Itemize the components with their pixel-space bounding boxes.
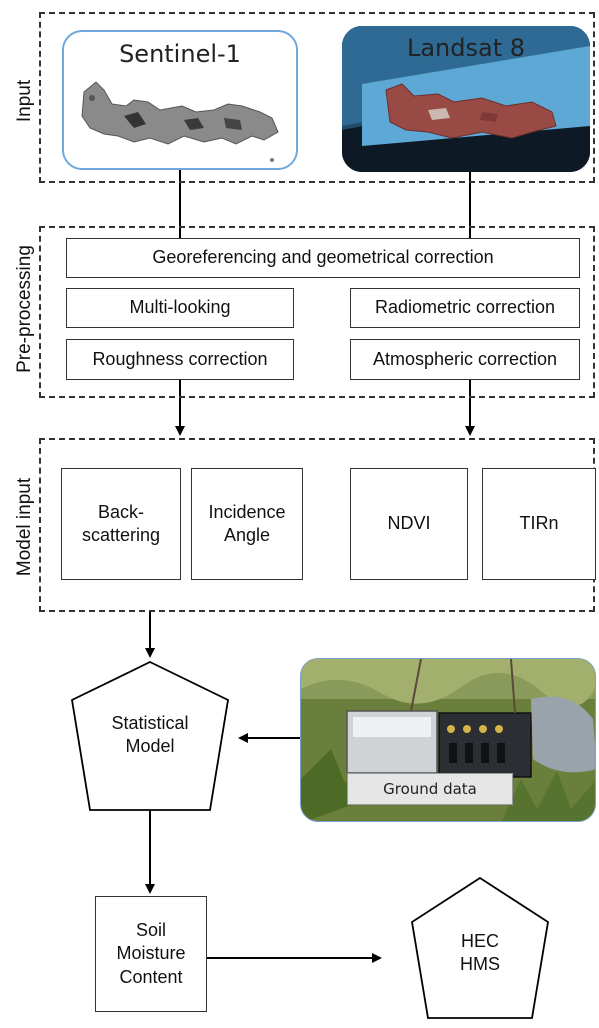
sentinel-1-image: Sentinel-1 — [62, 30, 298, 170]
atmospheric-box: Atmospheric correction — [350, 339, 580, 380]
sentinel-1-title: Sentinel-1 — [119, 40, 241, 68]
georeferencing-box: Georeferencing and geometrical correctio… — [66, 238, 580, 278]
hec-hms-pentagon — [411, 876, 549, 1019]
model-input-label: Model input — [14, 477, 35, 577]
landsat-island-map — [342, 26, 590, 172]
tirn-box: TIRn — [482, 468, 596, 580]
input-section — [39, 12, 595, 183]
radiometric-box: Radiometric correction — [350, 288, 580, 328]
preprocessing-label: Pre-processing — [14, 245, 35, 373]
sar-island-map — [81, 81, 279, 162]
ground-data-photo: Ground data — [300, 658, 596, 822]
backscattering-box: Back- scattering — [61, 468, 181, 580]
soil-moisture-box: Soil Moisture Content — [95, 896, 207, 1012]
landsat-8-image: Landsat 8 — [342, 26, 590, 172]
multilooking-box: Multi-looking — [66, 288, 294, 328]
landsat-8-title: Landsat 8 — [406, 34, 526, 62]
incidence-angle-box: Incidence Angle — [191, 468, 303, 580]
ground-data-label: Ground data — [347, 773, 513, 805]
statistical-model-label: Statistical Model — [111, 713, 189, 757]
roughness-box: Roughness correction — [66, 339, 294, 380]
input-label: Input — [14, 79, 35, 123]
hec-hms-label: HEC HMS — [460, 931, 500, 975]
ndvi-box: NDVI — [350, 468, 468, 580]
preprocessing-section — [39, 226, 595, 398]
